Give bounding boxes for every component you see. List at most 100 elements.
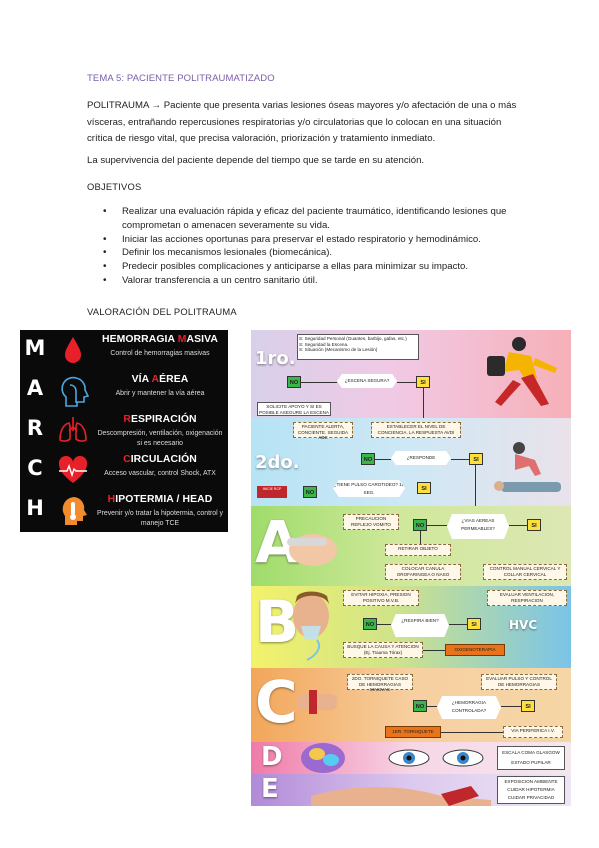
hypoxia-box: EVITAR HIPOXIA, PRESION POSITIVO M.V.B. xyxy=(343,590,419,606)
cannula-box: COLOCAR CANULA OROFARINGEA O NASO xyxy=(385,564,461,580)
march-title: VÍA AÉREA xyxy=(131,374,189,385)
no-label: NO xyxy=(363,618,377,630)
find-cause-box: BUSQUE LA CAUSA Y ATENCION (Ej. Trauma T… xyxy=(343,642,423,658)
first-tourniquet-box: 1ER. TORNIQUETE xyxy=(385,726,441,738)
tourniquet-box: 2DO. TORNIQUETE CASO DE HEMORRAGIAS MASI… xyxy=(347,674,413,692)
valoracion-heading: VALORACIÓN DEL POLITRAUMA xyxy=(87,306,237,317)
march-row-a: A VÍA AÉREA Abrir y mantener la vía aére… xyxy=(20,370,228,410)
band-label: 1ro. xyxy=(255,348,296,369)
no-label: NO xyxy=(303,486,317,498)
consciousness-box: ESTABLECER EL NIVEL DE CONCIENCIA. LA RE… xyxy=(371,422,461,438)
band-label: D xyxy=(261,742,283,772)
list-item: CUIDAR HIPOTERMIA xyxy=(507,787,555,792)
list-item: ESTADO PUPILAR xyxy=(511,760,551,765)
march-letter: C xyxy=(27,456,43,480)
march-letter: R xyxy=(26,416,44,440)
march-letter: H xyxy=(26,496,44,520)
si-label: SI xyxy=(417,482,431,494)
band-label: B xyxy=(255,588,300,656)
decision-box: ¿HEMORRAGIA CONTROLADA? xyxy=(437,696,501,719)
objectives-list: Realizar una evaluación rápida y eficaz … xyxy=(87,205,517,288)
march-title: CIRCULACIÓN xyxy=(123,454,197,465)
lungs-icon xyxy=(59,417,87,442)
band-b: B EVITAR HIPOXIA, PRESION POSITIVO M.V.B… xyxy=(251,586,571,668)
march-title: RESPIRACIÓN xyxy=(123,414,197,425)
flow-arrow xyxy=(377,624,391,625)
exposure-box: EXPOSICION AMBIENTE CUIDAR HIPOTERMIA CU… xyxy=(497,776,565,804)
decision-box: ¿RESPIRA BIEN? xyxy=(391,614,449,637)
neuro-box: ESCALA COMA GLASGOW ESTADO PUPILAR xyxy=(497,746,565,770)
oxygen-therapy-box: OXIGENOTERAPIA xyxy=(445,644,505,656)
list-item: Valorar transferencia a un centro sanita… xyxy=(87,274,517,288)
march-title: HEMORRAGIA MASIVA xyxy=(101,334,218,345)
march-subtitle: Control de hemorragias masivas xyxy=(110,350,210,357)
decision-box: ¿VIAS AEREAS PERMEABLES? xyxy=(447,514,509,539)
list-item: Definir los mecanismos lesionales (biome… xyxy=(87,246,517,260)
march-subtitle: Descompresión, ventilación, oxigenación … xyxy=(97,430,223,447)
hvc-label: HVC xyxy=(509,618,538,632)
march-row-r: R RESPIRACIÓN Descompresión, ventilación… xyxy=(20,410,228,450)
band-c: C 2DO. TORNIQUETE CASO DE HEMORRAGIAS MA… xyxy=(251,668,571,742)
list-item: ESCALA COMA GLASGOW xyxy=(502,750,560,755)
band-d: D ESCALA COMA GLASGOW ESTADO PUPILAR xyxy=(251,742,571,774)
list-item: Predecir posibles complicaciones y antic… xyxy=(87,260,517,274)
security-box: S: Seguridad Personal (Guantes, barbijo,… xyxy=(297,334,419,360)
band-1ro: 1ro. S: Seguridad Personal (Guantes, bar… xyxy=(251,330,571,418)
flow-arrow xyxy=(449,624,467,625)
peripheral-iv-box: VIA PERIFERICA I.V. xyxy=(503,726,563,738)
flow-arrow xyxy=(301,382,337,383)
list-item: Realizar una evaluación rápida y eficaz … xyxy=(87,205,517,233)
march-infographic: M HEMORRAGIA MASIVA Control de hemorragi… xyxy=(20,330,228,532)
decision-box: ¿RESPONDE xyxy=(391,451,451,465)
cpr-illustration xyxy=(494,442,561,492)
pulse-control-box: EVALUAR PULSO Y CONTROL DE HEMORRAGIAS xyxy=(481,674,557,690)
band-label: 2do. xyxy=(255,452,300,473)
si-label: SI xyxy=(469,453,483,465)
march-letter: A xyxy=(26,376,44,400)
vomit-reflex-box: PRECAUCION REFLEJO VOMITO xyxy=(343,514,399,530)
flow-arrow xyxy=(423,388,424,418)
abcde-flowchart: 1ro. S: Seguridad Personal (Guantes, bar… xyxy=(251,330,571,806)
si-label: SI xyxy=(521,700,535,712)
objectives-heading: OBJETIVOS xyxy=(87,181,142,192)
decision-box: ¿ESCENA SEGURA? xyxy=(337,374,397,388)
decision-box: ¿TIENE PULSO CAROTIDEO? 10 SEG. xyxy=(333,480,405,497)
flow-arrow xyxy=(423,650,445,651)
band-a: A PRECAUCION REFLEJO VOMITO NO ¿VIAS AER… xyxy=(251,506,571,586)
flow-arrow xyxy=(427,525,447,526)
march-subtitle: Prevenir y/o tratar la hipotermia, contr… xyxy=(97,510,223,527)
march-title: HIPOTERMIA / HEAD xyxy=(107,494,213,505)
eyes-illustration xyxy=(388,749,484,767)
exposure-illustration xyxy=(311,786,491,806)
band-label: E xyxy=(261,774,279,804)
flow-arrow xyxy=(451,459,469,460)
blood-drop-icon xyxy=(65,337,81,363)
page-title: TEMA 5: PACIENTE POLITRAUMATIZADO xyxy=(87,73,275,84)
no-label: NO xyxy=(287,376,301,388)
flow-arrow xyxy=(501,706,521,707)
march-row-c: C CIRCULACIÓN Acceso vascular, control S… xyxy=(20,450,228,490)
flow-arrow xyxy=(509,525,527,526)
remove-object-box: RETIRAR OBJETO xyxy=(385,544,451,556)
airway-head-icon xyxy=(61,376,90,407)
brain-illustration xyxy=(301,743,345,773)
cpr-box: INICIE RCP xyxy=(257,486,287,498)
si-label: SI xyxy=(416,376,430,388)
flow-arrow xyxy=(427,706,437,707)
band-2do: 2do. PACIENTE ALERTA, CONCIENTE. SEGUIDA… xyxy=(251,418,571,506)
cervical-control-box: CONTROL MANUAL CERVICAL Y COLLAR CERVICA… xyxy=(483,564,567,580)
hemorrhage-illustration xyxy=(297,690,337,714)
survival-paragraph: La supervivencia del paciente depende de… xyxy=(87,155,425,166)
flow-arrow xyxy=(375,459,391,460)
alert-patient-box: PACIENTE ALERTA, CONCIENTE. SEGUIDA ABC xyxy=(293,422,353,440)
march-subtitle: Abrir y mantener la vía aérea xyxy=(115,390,205,397)
flow-arrow xyxy=(475,465,476,506)
oxygen-mask-illustration xyxy=(293,591,329,661)
flow-arrow xyxy=(397,382,416,383)
heart-pulse-icon xyxy=(58,455,88,483)
flow-arrow xyxy=(441,732,503,733)
no-label: NO xyxy=(413,519,427,531)
si-label: SI xyxy=(527,519,541,531)
no-label: NO xyxy=(413,700,427,712)
definition-paragraph: POLITRAUMA → Paciente que presenta varia… xyxy=(87,100,517,144)
